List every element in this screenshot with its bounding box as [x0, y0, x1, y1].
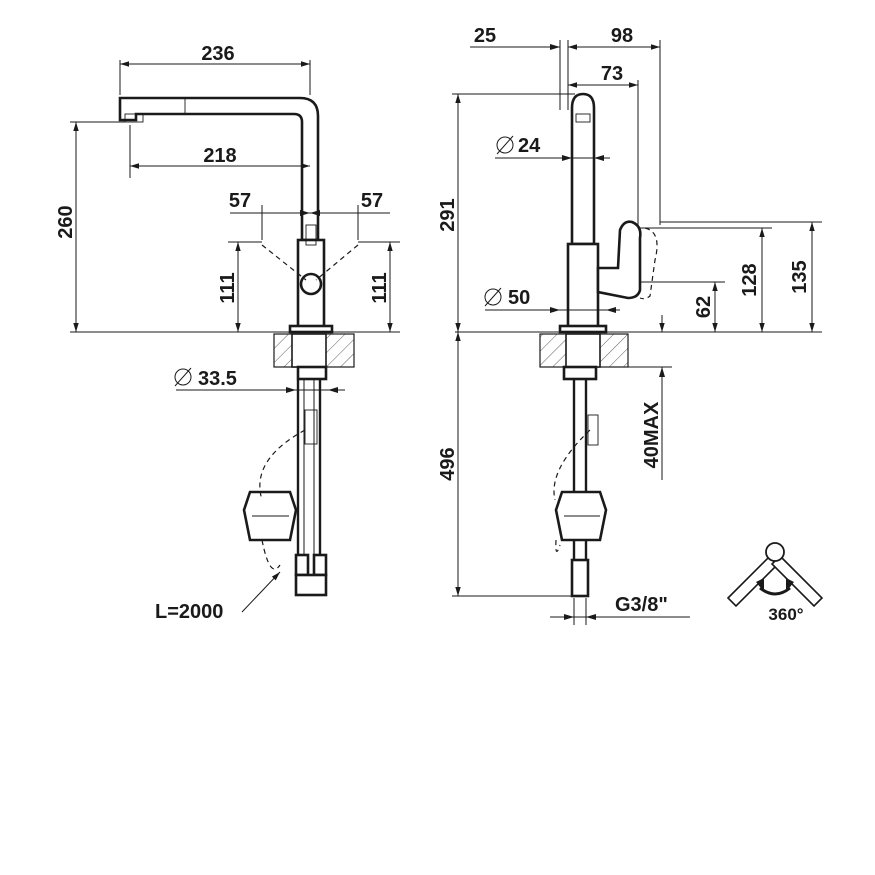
nut — [296, 365, 328, 381]
lever-side — [596, 220, 642, 300]
leader-hose — [241, 571, 281, 613]
nut-side — [562, 365, 598, 381]
rotation-arrowhead-right — [786, 578, 794, 592]
hose-end-left — [294, 553, 310, 577]
pullout-connector-side — [587, 414, 599, 446]
arrow-40max — [659, 367, 665, 377]
diameter-slash-50 — [484, 287, 502, 307]
base-ring — [288, 324, 334, 334]
diameter-symbol — [174, 368, 192, 386]
arrow-33-5-right — [328, 387, 338, 393]
diameter-slash-24 — [496, 135, 514, 155]
dim-offset-back: 25 — [474, 25, 496, 47]
dim-width-top: 236 — [201, 43, 234, 65]
spout-left-position — [726, 554, 780, 608]
dim-lever-height-2: 128 — [739, 263, 761, 296]
dim-height-side: 291 — [437, 198, 459, 231]
dim-lever-left: 57 — [229, 190, 251, 212]
base-ring-side — [558, 324, 608, 334]
arrow-50-left — [550, 307, 560, 313]
pullout-connector — [304, 409, 318, 445]
mount-shank-side — [565, 333, 601, 368]
side-view: 25 98 73 24 291 50 62 128 135 — [437, 25, 822, 625]
dim-lever-depth: 73 — [601, 63, 623, 85]
mount-shank — [291, 333, 327, 368]
spout-nozzle — [124, 113, 144, 123]
dim-thread: G3/8" — [615, 594, 668, 616]
hose-end-right — [312, 553, 328, 577]
arrow-24-left — [562, 155, 572, 161]
dim-deck-max: 40MAX — [641, 401, 663, 468]
rotation-arrow-icon — [759, 586, 791, 596]
pivot-icon — [765, 542, 785, 562]
dim-lever-height-1: 62 — [693, 296, 715, 318]
lever-hub — [299, 272, 323, 296]
hose-loop-side — [553, 429, 591, 552]
lever-swing-side — [639, 227, 658, 300]
arrow-50-right — [606, 307, 616, 313]
arrow-24-right — [594, 155, 604, 161]
arrow-33-5-left — [286, 387, 296, 393]
arrow-g38-left — [564, 614, 574, 620]
spout — [118, 96, 320, 242]
dim-hose-length: L=2000 — [155, 601, 223, 623]
dim-height-total: 260 — [55, 205, 77, 238]
arrow-57-left — [300, 210, 310, 216]
rotation-arrowhead-left — [756, 578, 764, 592]
diameter-symbol-50 — [484, 288, 502, 306]
hose-loop — [259, 429, 306, 570]
lever-swing-right — [315, 244, 359, 281]
dim-height-right: 111 — [369, 272, 391, 303]
spout-right-position — [770, 554, 824, 608]
diameter-symbol-24 — [496, 136, 514, 154]
fitting-side — [570, 558, 590, 598]
fittings — [294, 573, 328, 597]
rotation-diagram: 360° — [726, 542, 824, 624]
dim-spout-diameter: 24 — [518, 135, 541, 157]
dim-height-left: 111 — [217, 272, 239, 303]
dim-lever-height-3: 135 — [789, 260, 811, 293]
rotation-label: 360° — [768, 605, 803, 624]
dim-hole-diameter: 33.5 — [198, 368, 237, 390]
spout-column — [570, 92, 596, 246]
dim-below-deck: 496 — [437, 447, 459, 480]
body-side — [566, 242, 600, 330]
lever-stem — [305, 224, 317, 246]
diameter-slash — [174, 367, 192, 387]
arrow-g38-right — [586, 614, 596, 620]
lever-swing-left — [261, 244, 307, 281]
dim-lever-right: 57 — [361, 190, 383, 212]
dim-depth: 98 — [611, 25, 633, 47]
dim-base-diameter: 50 — [508, 287, 530, 309]
front-view: 236 218 57 57 260 111 111 33.5 — [55, 43, 400, 623]
arrow-57-right — [310, 210, 320, 216]
dim-spout-reach: 218 — [203, 145, 236, 167]
arrow-25 — [550, 44, 560, 50]
spout-outlet — [575, 113, 591, 123]
